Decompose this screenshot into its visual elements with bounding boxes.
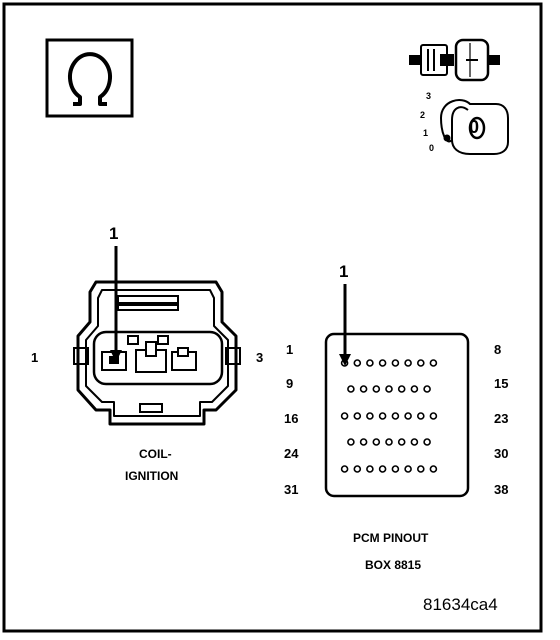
pcm-callout-number: 1 [339,262,349,281]
pcm-pin [404,465,412,473]
pcm-title-line1: PCM PINOUT [353,531,429,545]
pcm-pin [416,359,425,367]
pcm-pin [385,385,393,393]
pcm-title-line2: BOX 8815 [365,558,422,572]
pcm-pin [429,412,438,420]
pcm-pin [410,438,419,446]
pcm-row-left-label: 9 [286,376,294,391]
pcm-pin [353,465,362,473]
pcm-pin [423,438,431,446]
connector-disconnect-icon [409,38,500,82]
coil-callout-number: 1 [109,224,119,243]
key-position-label: 3 [426,91,432,101]
pcm-row-left-label: 31 [284,482,299,497]
coil-title-line2: IGNITION [125,469,179,483]
coil-pin-3-label: 3 [256,350,264,365]
pcm-pin [404,359,412,367]
pcm-pin [347,385,355,393]
coil-pin-1-label: 1 [31,350,39,365]
pcm-pin [353,359,362,367]
pcm-callout-arrow [339,284,351,366]
pcm-pin [353,412,362,420]
pcm-pin [391,412,400,420]
pcm-pin [378,465,387,473]
pcm-row-right-label: 38 [494,482,509,497]
pcm-row-right-label: 8 [494,342,502,357]
pcm-pin [429,359,438,367]
pcm-pin [385,438,393,446]
pcm-pin [416,412,425,420]
pcm-pin [429,465,438,473]
key-position-label: 1 [423,128,429,138]
pcm-row-left-label: 16 [284,411,299,426]
pcm-row-right-label: 23 [494,411,509,426]
pcm-pin [378,412,387,420]
pcm-row-left-label: 24 [284,446,299,461]
key-position-label: 0 [429,143,435,153]
pcm-pin [397,438,406,446]
pcm-pin [423,385,431,393]
pcm-row-right-label: 15 [494,376,509,391]
coil-callout-arrow [110,246,122,362]
outer-border [2,2,543,633]
pcm-connector-face [324,332,470,498]
pcm-pin [347,438,355,446]
key-position-label: 2 [420,110,426,120]
pcm-pin [340,465,349,473]
coil-ignition-connector [73,280,241,426]
pcm-pin [391,465,400,473]
figure-reference: 81634ca4 [423,595,498,614]
pcm-pin [378,359,387,367]
pcm-pin [340,412,349,420]
pcm-pin [416,465,425,473]
coil-title-line1: COIL- [139,447,172,461]
pcm-pin [404,412,412,420]
pcm-pin [366,465,374,473]
pcm-pin [397,385,406,393]
pcm-pin-grid [340,359,438,473]
pcm-pin [366,359,374,367]
pcm-pin [410,385,419,393]
pcm-row-right-label: 30 [494,446,509,461]
pcm-pin [359,385,368,393]
ignition-key-off-icon [440,99,509,155]
pcm-pin [372,438,381,446]
ohmmeter-icon [45,38,134,118]
key-off-label: 0 [469,117,480,137]
pcm-row-left-label: 1 [286,342,294,357]
pcm-pin [372,385,381,393]
pcm-pin [366,412,374,420]
pcm-pin [359,438,368,446]
pcm-pin [391,359,400,367]
